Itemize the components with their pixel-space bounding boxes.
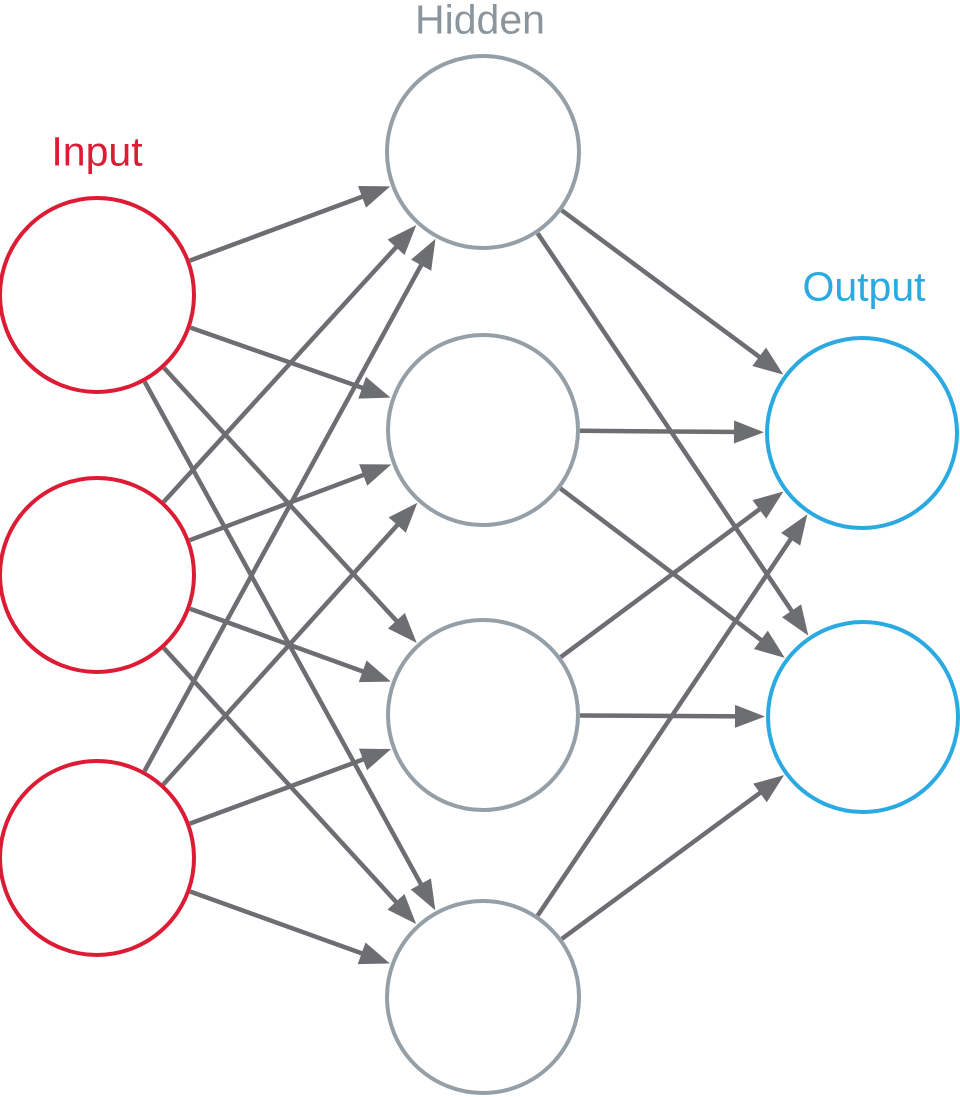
connection-line: [189, 606, 371, 677]
connection-hidden-4-output-1: [535, 514, 808, 917]
arrowhead-icon: [358, 748, 392, 771]
connection-line: [189, 754, 372, 826]
connection-line: [579, 428, 743, 435]
arrowhead-icon: [359, 464, 392, 486]
connection-input-3-hidden-4: [189, 889, 390, 965]
hidden-1-node: [385, 54, 581, 250]
input-layer-label: Input: [51, 128, 143, 175]
connection-line: [162, 646, 403, 910]
arrowhead-icon: [734, 704, 766, 728]
output-layer-label: Output: [802, 263, 926, 310]
connection-input-2-hidden-1: [162, 225, 417, 504]
connection-hidden-3-output-1: [559, 491, 784, 659]
arrowhead-icon: [358, 376, 391, 399]
input-3-node: [0, 759, 196, 957]
connection-line: [162, 366, 404, 629]
connection-line: [579, 713, 744, 719]
connection-line: [162, 239, 404, 504]
connection-line: [142, 380, 427, 893]
arrowhead-icon: [753, 775, 785, 803]
connection-hidden-4-output-2: [560, 775, 785, 941]
hidden-layer-label: Hidden: [415, 0, 545, 43]
hidden-2-node: [386, 333, 580, 527]
connection-hidden-1-output-1: [560, 208, 784, 375]
connection-hidden-2-output-1: [579, 420, 765, 444]
connection-input-1-hidden-4: [142, 380, 436, 911]
connection-line: [188, 470, 372, 543]
connection-hidden-2-output-2: [559, 486, 785, 658]
arrowhead-icon: [733, 420, 765, 444]
arrowhead-icon: [387, 894, 417, 924]
arrowhead-icon: [387, 612, 417, 643]
hidden-3-node: [386, 618, 580, 812]
connection-line: [161, 517, 405, 786]
arrowhead-icon: [752, 347, 784, 375]
output-1-node: [765, 336, 959, 530]
connection-line: [189, 325, 371, 393]
connection-input-2-hidden-2: [188, 464, 392, 543]
arrowhead-icon: [752, 491, 784, 519]
connection-line: [560, 208, 767, 364]
connection-input-1-hidden-3: [162, 366, 417, 643]
input-2-node: [0, 476, 196, 674]
connection-hidden-1-output-2: [535, 232, 809, 636]
connection-line: [560, 786, 768, 941]
arrowhead-icon: [388, 502, 418, 533]
connection-line: [142, 257, 427, 773]
arrowhead-icon: [358, 660, 391, 683]
connection-input-3-hidden-3: [189, 748, 392, 826]
connection-input-2-hidden-3: [189, 606, 391, 683]
output-2-node: [766, 620, 960, 814]
arrowhead-icon: [753, 630, 785, 658]
connection-line: [559, 486, 769, 647]
connection-input-2-hidden-4: [162, 646, 417, 924]
connection-input-1-hidden-2: [189, 325, 391, 399]
connection-line: [189, 889, 370, 959]
connection-input-3-hidden-2: [161, 502, 418, 786]
arrowhead-icon: [411, 238, 436, 271]
arrowhead-icon: [357, 942, 390, 965]
input-1-node: [0, 196, 196, 394]
connection-hidden-3-output-2: [579, 704, 766, 728]
arrowhead-icon: [387, 225, 417, 256]
arrowhead-icon: [781, 514, 808, 546]
connection-input-1-hidden-1: [189, 186, 391, 263]
arrowhead-icon: [410, 878, 436, 911]
arrowhead-icon: [782, 604, 809, 636]
hidden-4-node: [385, 899, 581, 1095]
connection-line: [535, 232, 798, 619]
arrowhead-icon: [358, 186, 391, 208]
connection-line: [189, 191, 371, 263]
connection-line: [559, 502, 768, 659]
connection-line: [535, 531, 797, 917]
connection-input-3-hidden-1: [142, 238, 436, 773]
